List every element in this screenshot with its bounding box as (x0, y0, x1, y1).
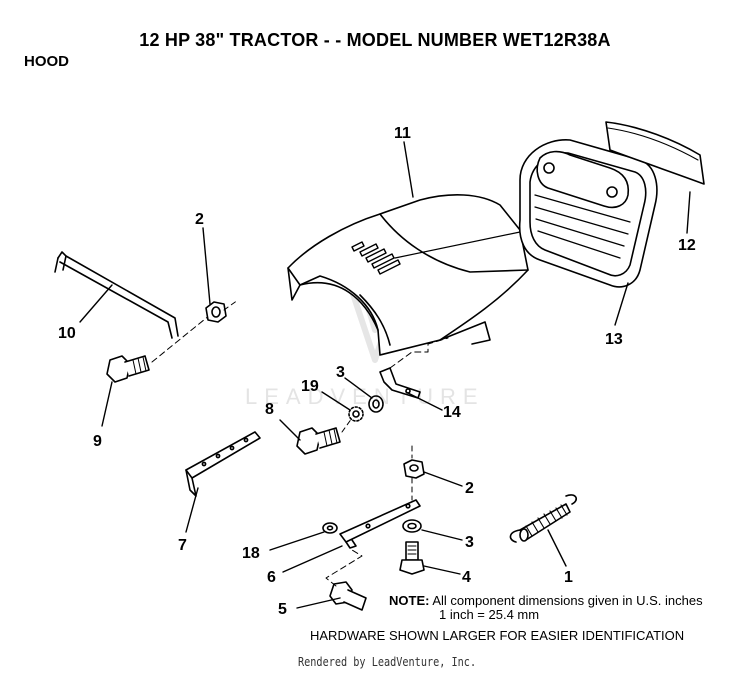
lock-washer-19 (348, 406, 364, 422)
callout-3-lower: 3 (465, 534, 474, 551)
callout-10: 10 (58, 325, 76, 342)
bracket-6 (339, 499, 421, 549)
callout-2-lower: 2 (465, 480, 474, 497)
callout-6: 6 (267, 569, 276, 586)
bolt-8-part (296, 427, 341, 455)
callout-2-upper: 2 (195, 211, 204, 228)
grille-slats (534, 194, 631, 259)
grille-fastener-right (606, 186, 618, 198)
section-label: HOOD (24, 53, 69, 70)
watermark-text: LEADVENTURE (245, 384, 485, 409)
bolt-5-part (329, 581, 367, 611)
callout-3-upper: 3 (336, 364, 345, 381)
washer-18 (322, 522, 338, 534)
callout-1: 1 (564, 569, 573, 586)
callout-19: 19 (301, 378, 319, 395)
washer-3-lower (402, 519, 422, 533)
leader-dashed (151, 314, 211, 363)
washer-3-upper (368, 395, 384, 413)
callout-13: 13 (605, 331, 623, 348)
callout-14: 14 (443, 404, 461, 421)
bracket-7 (185, 431, 261, 497)
note-line-1: All component dimensions given in U.S. i… (432, 593, 703, 608)
callout-11: 11 (394, 125, 411, 142)
page-title: 12 HP 38" TRACTOR - - MODEL NUMBER WET12… (139, 30, 611, 50)
callout-4: 4 (462, 569, 471, 586)
hood-part (287, 194, 529, 356)
bolt-4-part (399, 541, 425, 575)
leader-lines (79, 141, 691, 609)
callout-9: 9 (93, 433, 102, 450)
callout-12: 12 (678, 237, 696, 254)
grille-part (518, 139, 658, 288)
grille-fastener-left (543, 162, 555, 174)
nut-2-upper (205, 301, 227, 323)
bolt-9-part (106, 355, 150, 383)
callout-8: 8 (265, 401, 274, 418)
spring-1-part (509, 494, 578, 543)
rendered-by-credit: Rendered by LeadVenture, Inc. (298, 655, 477, 669)
note-line-2: 1 inch = 25.4 mm (439, 607, 540, 622)
hood-rod-part (54, 251, 179, 339)
callout-18: 18 (242, 545, 260, 562)
callout-5: 5 (278, 601, 287, 618)
hardware-note: HARDWARE SHOWN LARGER FOR EASIER IDENTIF… (310, 628, 685, 643)
nut-2-lower (403, 459, 425, 479)
hood-vents (351, 241, 401, 275)
dimension-note: NOTE: All component dimensions given in … (389, 594, 703, 622)
note-label: NOTE: (389, 593, 430, 608)
callout-7: 7 (178, 537, 187, 554)
lens-part (605, 121, 705, 185)
